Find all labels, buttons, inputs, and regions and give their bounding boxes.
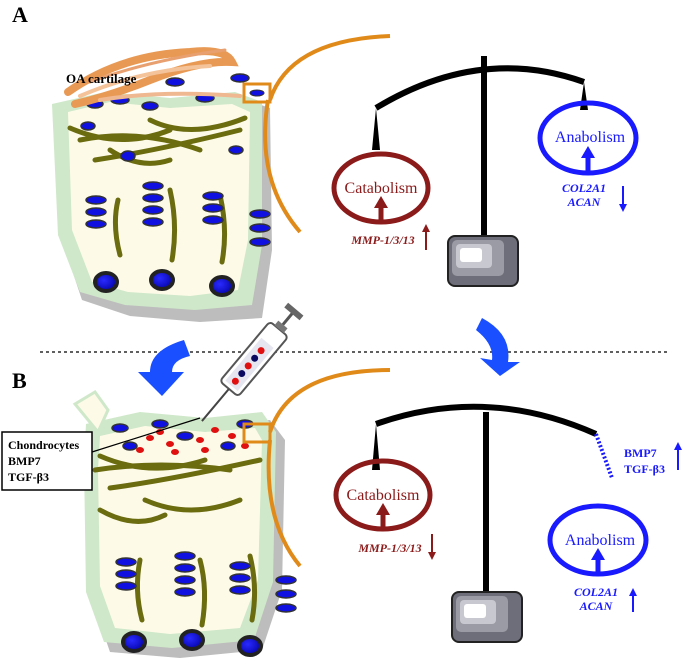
zoom-box-a: [242, 82, 272, 104]
mmp-genes-b: MMP-1/3/13: [357, 541, 421, 555]
callout-chondrocytes: Chondrocytes: [8, 438, 79, 452]
zoom-box-b: [242, 422, 272, 444]
callout-leader: [91, 417, 201, 453]
arrow-down-icon: [619, 186, 627, 212]
syringe-icon: [201, 302, 304, 422]
panel-a-letter: A: [12, 2, 28, 27]
callout-bmp7: BMP7: [8, 454, 41, 468]
factor-tgfb3: TGF-β3: [624, 462, 665, 476]
acan-genes-a: ACAN: [567, 195, 602, 209]
anabolism-node-b: Anabolism COL2A1 ACAN: [547, 503, 649, 613]
mmp-genes-a: MMP-1/3/13: [350, 233, 414, 247]
arrow-up-icon: [422, 224, 430, 250]
collagen-fibers-a: [67, 115, 248, 265]
collagen-fibers-b: [92, 453, 263, 628]
col2a1-genes-b: COL2A1: [574, 585, 618, 599]
factor-bmp7: BMP7: [624, 446, 657, 460]
anabolism-label-a: Anabolism: [555, 129, 626, 146]
panel-a: A: [12, 2, 639, 322]
zoom-arc-b: [266, 368, 391, 568]
catabolism-node-b: Catabolism MMP-1/3/13: [333, 458, 436, 560]
damaged-surface-a: [64, 47, 242, 108]
transition-arrow-right: [476, 318, 520, 376]
catabolism-label-a: Catabolism: [345, 180, 418, 197]
col2a1-genes-a: COL2A1: [562, 181, 606, 195]
balance-scale-b: [372, 403, 614, 643]
anabolism-label-b: Anabolism: [565, 532, 636, 549]
chondrocyte-nuclei-a: [80, 73, 271, 297]
growth-factors-b: BMP7 TGF-β3: [624, 442, 682, 476]
zoom-arc-a: [263, 34, 391, 234]
anabolism-node-a: Anabolism COL2A1 ACAN: [537, 100, 639, 212]
transition-arrow-left: [138, 340, 190, 396]
balance-scale-a: [372, 56, 588, 287]
panel-b-letter: B: [12, 368, 27, 393]
oa-cartilage-label: OA cartilage: [66, 71, 137, 86]
catabolism-label-b: Catabolism: [347, 487, 420, 504]
catabolism-node-a: Catabolism MMP-1/3/13: [331, 151, 431, 250]
cartilage-block-a: OA cartilage: [52, 47, 272, 322]
injected-cells-b: [136, 427, 249, 455]
cartilage-block-b: [72, 390, 297, 658]
injection-callout: Chondrocytes BMP7 TGF-β3: [1, 431, 93, 491]
arrow-down-icon: [428, 534, 436, 560]
acan-genes-b: ACAN: [579, 599, 614, 613]
arrow-up-icon: [629, 588, 637, 612]
callout-tgfb3: TGF-β3: [8, 470, 49, 484]
panel-b: B: [1, 302, 682, 658]
arrow-up-icon: [674, 442, 682, 470]
